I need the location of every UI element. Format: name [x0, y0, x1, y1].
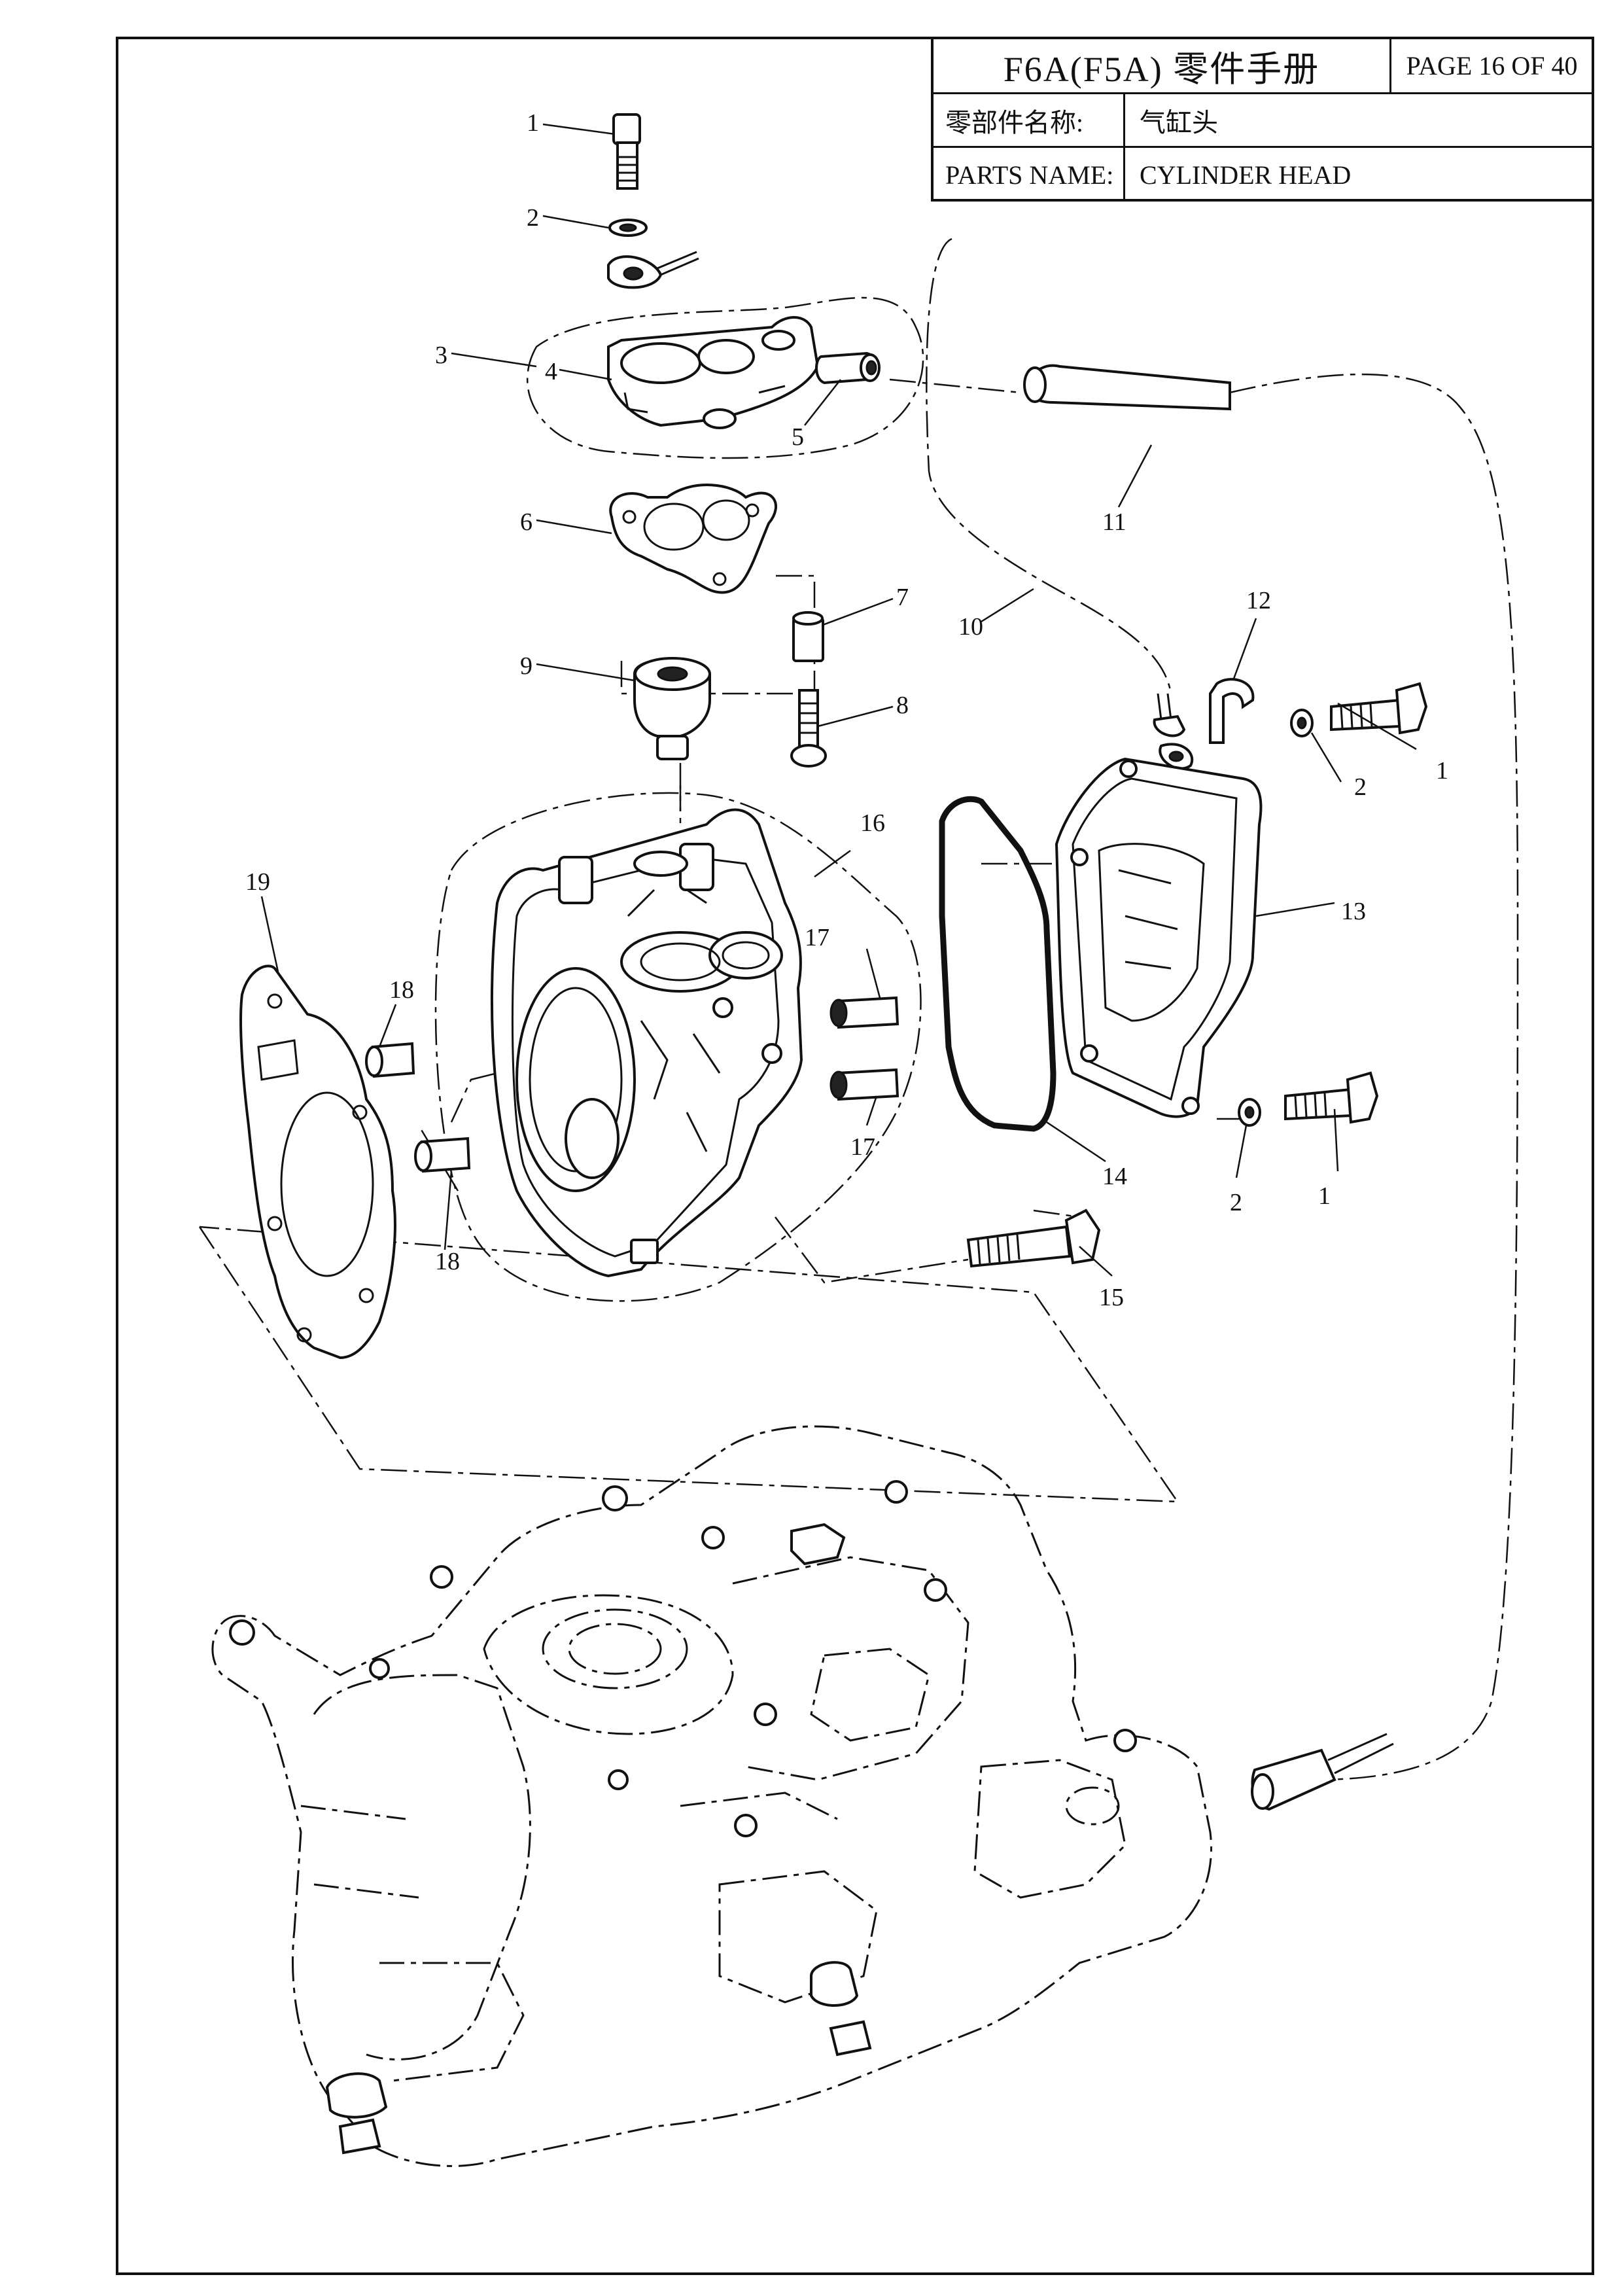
thermostat-part-9	[633, 657, 711, 760]
assembly-lines	[198, 238, 1519, 1781]
callout-1-top: 1	[527, 109, 539, 137]
crankcase-phantom	[211, 1425, 1212, 2167]
washer-part-2-top	[608, 219, 648, 237]
bolt-part-1-top	[612, 113, 641, 190]
callout-11: 11	[1102, 508, 1126, 536]
callout-4: 4	[545, 358, 557, 385]
bolt-part-1-right	[1330, 682, 1428, 735]
leader-lines	[260, 123, 1417, 1277]
callout-labels: 1 2 3 4 5 6 7 8 9 10 11 12 1 2 13 14 15 …	[245, 109, 1448, 1311]
head-gasket-part-19	[239, 964, 396, 1360]
drawing-frame	[116, 37, 1594, 2275]
part-name-value-en: CYLINDER HEAD	[1140, 160, 1352, 190]
title-block: F6A(F5A) 零件手册 PAGE 16 OF 40 零部件名称: 气缸头 P…	[931, 37, 1594, 202]
callout-12: 12	[1246, 587, 1271, 614]
washer-part-2-lower	[1238, 1098, 1261, 1127]
callout-18-bottom: 18	[435, 1248, 460, 1275]
callout-7: 7	[896, 584, 909, 611]
hose-part-11-bottom	[1251, 1733, 1394, 1811]
part-name-value-cn: 气缸头	[1140, 107, 1218, 137]
title-row: F6A(F5A) 零件手册 PAGE 16 OF 40	[934, 39, 1592, 94]
dowel-part-7	[792, 611, 824, 662]
callout-5: 5	[792, 423, 804, 451]
callout-17-bottom: 17	[850, 1133, 875, 1161]
callout-3: 3	[435, 342, 447, 369]
callout-9: 9	[520, 652, 532, 680]
clip-part-12	[1209, 678, 1255, 744]
part-name-cn-row: 零部件名称: 气缸头	[934, 94, 1592, 148]
manual-title: F6A(F5A) 零件手册	[1003, 50, 1320, 89]
dowels-part-17	[829, 996, 899, 1101]
bolt-part-15	[966, 1209, 1101, 1268]
callout-2-lower: 2	[1230, 1189, 1242, 1216]
callout-2-right: 2	[1354, 773, 1367, 801]
fitting-part-5	[815, 351, 881, 385]
callout-15: 15	[1099, 1284, 1124, 1311]
callout-2-top: 2	[527, 204, 539, 232]
head-cover-wire	[1153, 693, 1194, 770]
callout-19: 19	[245, 868, 270, 896]
wire-terminal	[607, 251, 699, 289]
callout-13: 13	[1341, 898, 1366, 925]
part-name-label-cn: 零部件名称:	[934, 94, 1125, 146]
part-name-label-en: PARTS NAME:	[934, 148, 1125, 202]
hose-part-11-top	[1023, 364, 1231, 411]
washer-part-2-right	[1290, 709, 1314, 737]
part-name-en-row: PARTS NAME: CYLINDER HEAD	[934, 148, 1592, 202]
bolt-part-1-lower	[1284, 1071, 1379, 1124]
dowels-part-18	[365, 1042, 471, 1173]
callout-10: 10	[958, 613, 983, 641]
callout-8: 8	[896, 692, 909, 719]
callout-6: 6	[520, 508, 532, 536]
bolt-part-8	[790, 689, 827, 768]
thermostat-gasket-part-6	[609, 484, 777, 594]
page-indicator: PAGE 16 OF 40	[1389, 39, 1592, 92]
callout-1-right: 1	[1436, 757, 1448, 785]
head-cover-gasket-part-14	[939, 796, 1056, 1132]
callout-16: 16	[860, 809, 885, 837]
head-cover-part-13	[1055, 757, 1263, 1118]
callout-17-top: 17	[805, 924, 829, 951]
thermostat-cover-part-4	[607, 316, 820, 429]
callout-18-top: 18	[389, 976, 414, 1004]
callout-14: 14	[1102, 1163, 1127, 1190]
cylinder-head-part-16	[490, 808, 803, 1278]
callout-1-lower: 1	[1318, 1182, 1331, 1210]
